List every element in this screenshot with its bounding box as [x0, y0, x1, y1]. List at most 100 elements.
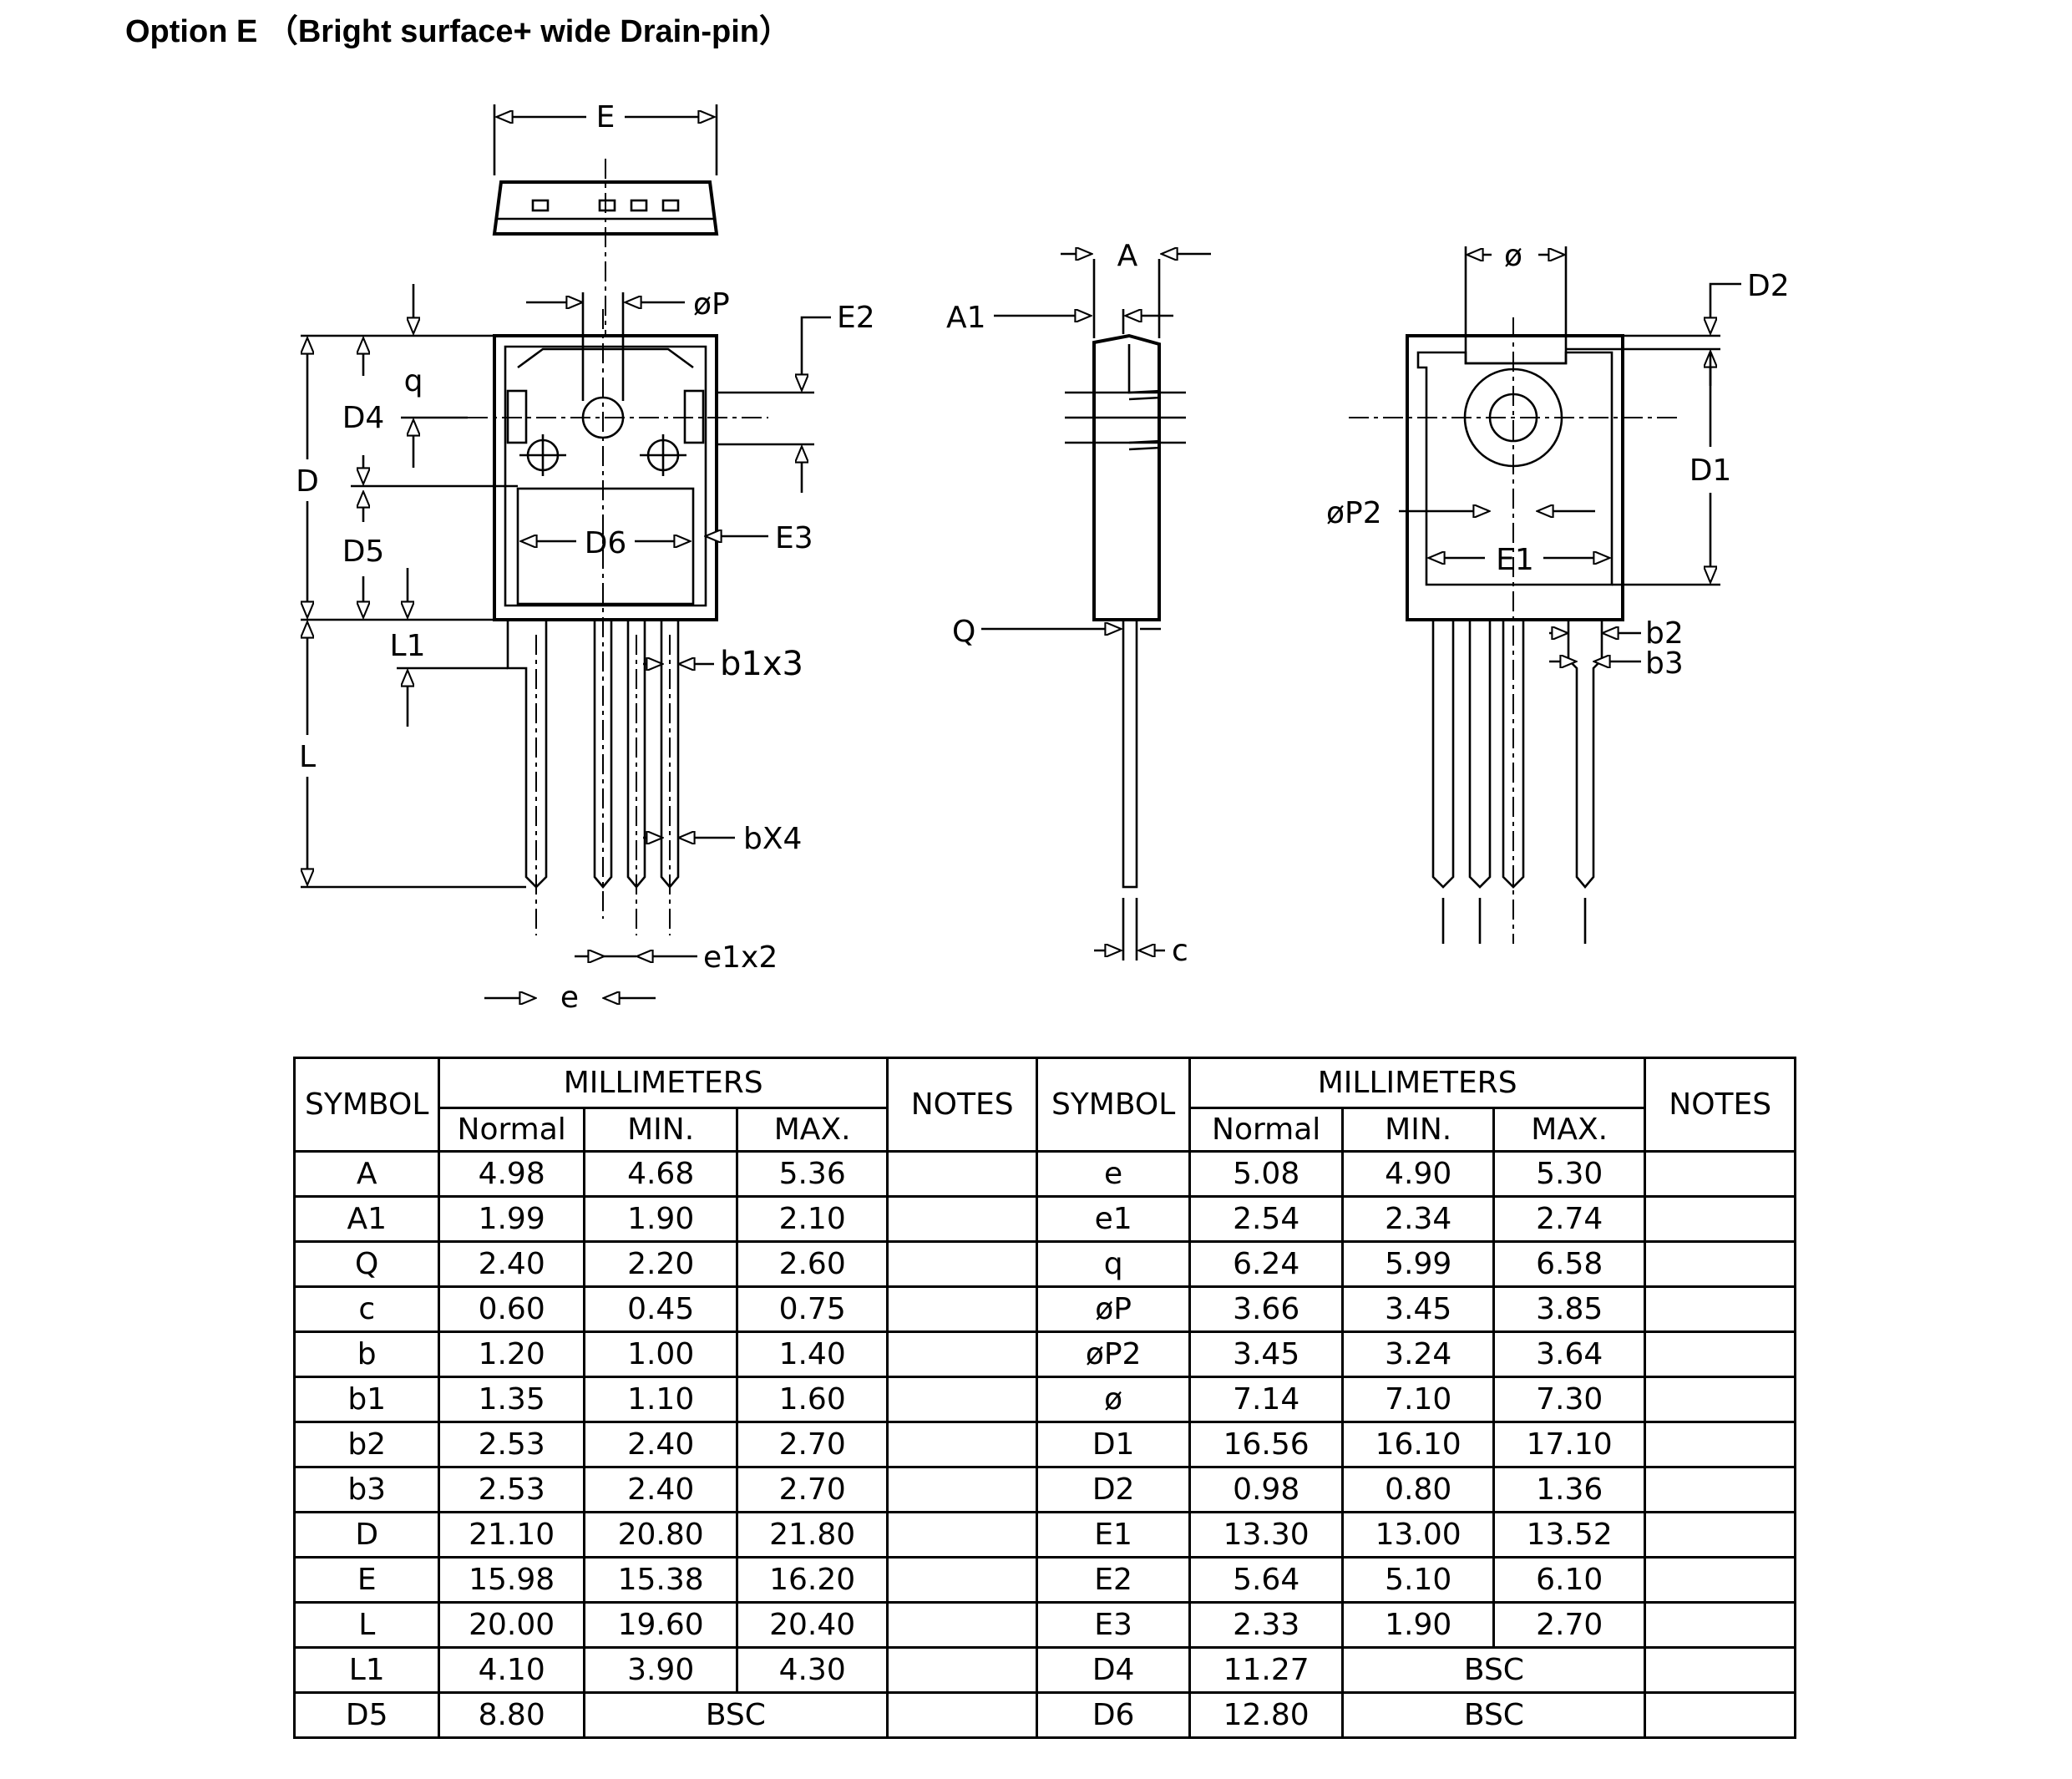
label-bX4: bX4 [743, 822, 802, 856]
normal-cell: 1.20 [438, 1330, 585, 1378]
label-b2: b2 [1645, 616, 1684, 651]
min-cell: 20.80 [582, 1511, 739, 1559]
symbol-cell: L [292, 1601, 441, 1649]
min-header: MIN. [1341, 1107, 1495, 1153]
normal-cell: 0.98 [1188, 1466, 1345, 1513]
notes-cell [885, 1330, 1039, 1378]
notes-cell [1644, 1646, 1796, 1694]
max-cell: 5.36 [736, 1150, 889, 1198]
notes-cell [885, 1285, 1039, 1333]
notes-cell [885, 1556, 1039, 1604]
min-cell: 2.34 [1341, 1195, 1495, 1243]
normal-header: Normal [1188, 1107, 1345, 1153]
label-D1: D1 [1690, 454, 1732, 488]
normal-cell: 2.33 [1188, 1601, 1345, 1649]
label-E1: E1 [1496, 543, 1534, 577]
bsc-cell: BSC [1341, 1691, 1647, 1739]
label-e1x2: e1x2 [703, 940, 778, 975]
symbol-cell: b1 [292, 1376, 441, 1423]
label-b3: b3 [1645, 646, 1684, 681]
label-q: q [404, 364, 423, 398]
min-cell: 7.10 [1341, 1376, 1495, 1423]
label-E3: E3 [775, 521, 813, 555]
min-cell: 0.45 [582, 1285, 739, 1333]
notes-cell [885, 1376, 1039, 1423]
symbol-cell: b3 [292, 1466, 441, 1513]
max-cell: 2.70 [1492, 1601, 1647, 1649]
label-phiP2: øP2 [1326, 496, 1382, 530]
max-header: MAX. [1492, 1107, 1647, 1153]
normal-cell: 12.80 [1188, 1691, 1345, 1739]
notes-cell [885, 1240, 1039, 1288]
label-E: E [596, 100, 616, 134]
normal-header: Normal [438, 1107, 585, 1153]
min-cell: 2.40 [582, 1466, 739, 1513]
max-cell: 13.52 [1492, 1511, 1647, 1559]
label-L1: L1 [390, 629, 426, 663]
max-cell: 6.10 [1492, 1556, 1647, 1604]
max-cell: 4.30 [736, 1646, 889, 1694]
normal-cell: 20.00 [438, 1601, 585, 1649]
max-cell: 3.64 [1492, 1330, 1647, 1378]
max-cell: 20.40 [736, 1601, 889, 1649]
normal-cell: 4.10 [438, 1646, 585, 1694]
page-title: Option E （Bright surface+ wide Drain-pin… [125, 14, 792, 49]
normal-cell: 2.53 [438, 1466, 585, 1513]
package-drawing: E D L D4 [296, 100, 1790, 1015]
notes-cell [1644, 1511, 1796, 1559]
normal-cell: 1.35 [438, 1376, 585, 1423]
label-phi: ø [1504, 239, 1522, 273]
label-c: c [1172, 934, 1188, 968]
table-subheader-row: Normal MIN. MAX. Normal MIN. MAX. [295, 1107, 1796, 1153]
label-D2: D2 [1747, 269, 1790, 303]
notes-header: NOTES [885, 1057, 1039, 1153]
label-E2: E2 [837, 301, 875, 335]
notes-header: NOTES [1644, 1057, 1796, 1153]
bsc-cell: BSC [582, 1691, 889, 1739]
symbol-cell: D [292, 1511, 441, 1559]
max-cell: 2.60 [736, 1240, 889, 1288]
normal-cell: 2.54 [1188, 1195, 1345, 1243]
label-e: e [560, 981, 579, 1015]
normal-cell: 3.45 [1188, 1330, 1345, 1378]
max-cell: 0.75 [736, 1285, 889, 1333]
normal-cell: 2.40 [438, 1240, 585, 1288]
symbol-cell: e1 [1036, 1195, 1191, 1243]
max-cell: 5.30 [1492, 1150, 1647, 1198]
symbol-cell: b [292, 1330, 441, 1378]
notes-cell [885, 1150, 1039, 1198]
label-phiP: øP [693, 287, 730, 322]
normal-cell: 0.60 [438, 1285, 585, 1333]
symbol-cell: D2 [1036, 1466, 1191, 1513]
symbol-cell: Q [292, 1240, 441, 1288]
bsc-cell: BSC [1341, 1646, 1647, 1694]
normal-cell: 21.10 [438, 1511, 585, 1559]
min-cell: 19.60 [582, 1601, 739, 1649]
label-D6: D6 [585, 526, 627, 560]
symbol-cell: b2 [292, 1421, 441, 1468]
min-cell: 1.10 [582, 1376, 739, 1423]
normal-cell: 4.98 [438, 1150, 585, 1198]
symbol-cell: D1 [1036, 1421, 1191, 1468]
max-cell: 2.70 [736, 1421, 889, 1468]
symbol-cell: E3 [1036, 1601, 1191, 1649]
min-cell: 3.45 [1341, 1285, 1495, 1333]
symbol-cell: D4 [1036, 1646, 1191, 1694]
min-cell: 4.68 [582, 1150, 739, 1198]
symbol-cell: A [292, 1150, 441, 1198]
min-cell: 1.00 [582, 1330, 739, 1378]
symbol-cell: D5 [292, 1691, 441, 1739]
notes-cell [885, 1466, 1039, 1513]
notes-cell [885, 1691, 1039, 1739]
label-A: A [1117, 239, 1138, 273]
label-b1x3: b1x3 [720, 645, 803, 683]
max-cell: 21.80 [736, 1511, 889, 1559]
